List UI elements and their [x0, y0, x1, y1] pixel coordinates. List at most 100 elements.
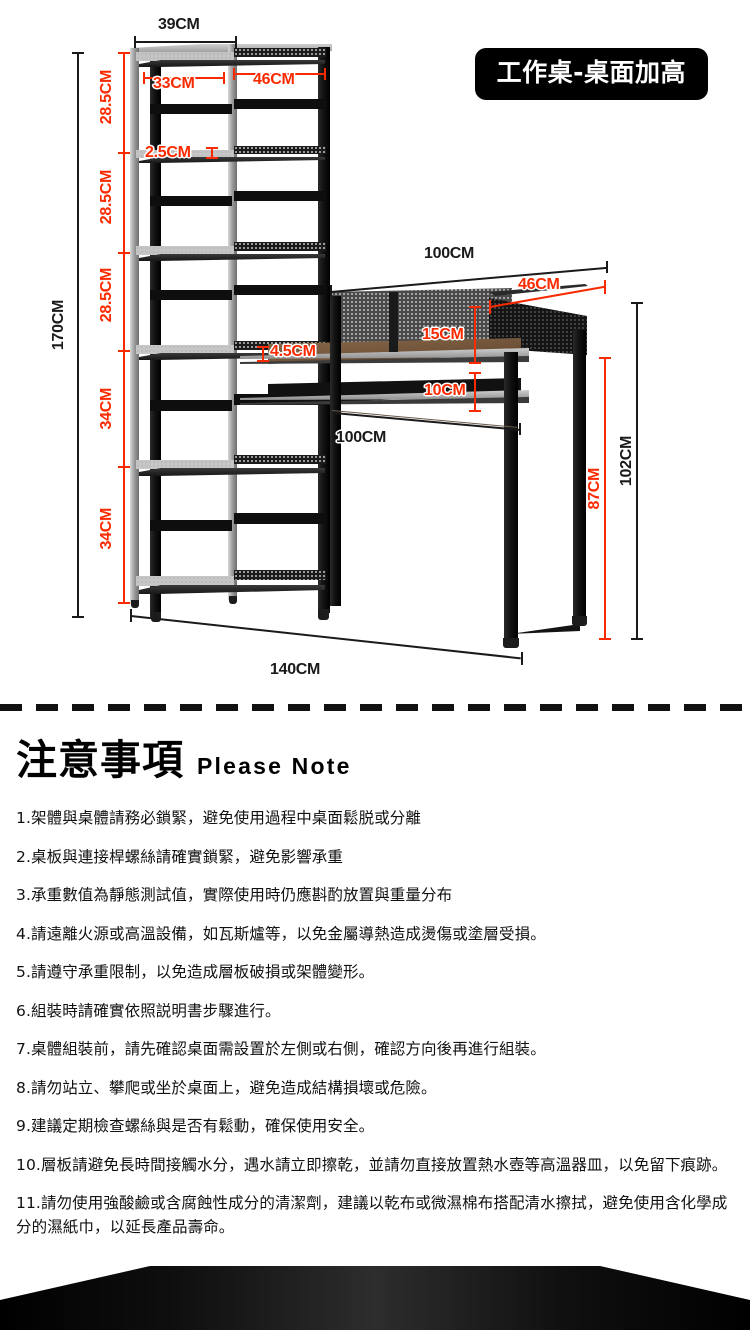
shelf-post-back-left [130, 48, 139, 604]
desk-lower-shelf-edge [240, 397, 529, 405]
shelf-bottom-back [136, 576, 234, 586]
shelf-level-5-top [139, 254, 325, 261]
rule-desk-top-width-tick-l [330, 285, 332, 297]
tier-tick-3 [118, 350, 130, 352]
note-item: 9.建議定期檢查螺絲與是否有鬆動，確保使用安全。 [16, 1117, 375, 1136]
dim-lower-shelf-clearance: 10CM [424, 382, 466, 399]
shelf-level-6-bar-r [234, 285, 326, 295]
note-item: 4.請遠離火源或高溫設備，如瓦斯爐等，以免金屬導熱造成燙傷或塗層受損。 [16, 924, 546, 943]
note-item: 6.組裝時請確實依照説明書步驟進行。 [16, 1001, 281, 1020]
rule-desktop-thickness [257, 346, 269, 362]
shelf-level-1-back [136, 52, 234, 61]
footer-notch-right [600, 1266, 750, 1300]
dim-tier-2: 28.5CM [98, 170, 115, 225]
rule-desk-depth-tick-r [604, 280, 606, 294]
note-item: 10.層板請避免長時間接觸水分，遇水請立即擦乾，並請勿直接放置熱水壺等高溫器皿，… [16, 1155, 728, 1174]
desk-leg-brace-right [510, 624, 580, 634]
note-item: 1.架體與桌體請務必鎖緊，避免使用過程中桌面鬆脱或分離 [16, 809, 421, 827]
rule-tier-chain [123, 52, 125, 604]
dim-tier-5: 34CM [98, 508, 115, 550]
shelf-level-3-back-r [234, 146, 326, 154]
shelf-level-9-back [136, 460, 234, 469]
tier-tick-5 [118, 602, 130, 604]
tier-tick-2 [118, 252, 130, 254]
page-footer-bar [0, 1266, 750, 1330]
rule-shelf-inner-left [143, 72, 225, 84]
notes-section: 注意事項 Please Note 1.架體與桌體請務必鎖緊，避免使用過程中桌面鬆… [0, 740, 750, 1255]
rule-desk-depth-tick-l [489, 300, 491, 314]
dim-desk-overall-height: 102CM [618, 436, 635, 487]
shelf-post-front-right [318, 47, 330, 613]
shelf-post-back-right [228, 44, 237, 600]
note-item: 5.請遵守承重限制，以免造成層板破損或架體變形。 [16, 963, 375, 982]
desk-top-front-lip [240, 348, 529, 359]
shelf-level-4-bar-r [234, 191, 326, 201]
dim-shelf-board-thickness: 2.5CM [145, 144, 191, 161]
desk-foot-back-right [572, 616, 587, 626]
title-badge: 工作桌-桌面加高 [474, 48, 708, 101]
dashed-divider [0, 704, 750, 711]
rule-pegboard-height [469, 306, 481, 364]
note-item: 8.請勿站立、攀爬或坐於桌面上，避免造成結構損壞或危險。 [16, 1078, 437, 1097]
dim-desk-inner-width: 100CM [336, 429, 387, 446]
notes-heading-en: Please Note [197, 753, 352, 779]
note-item: 3.承重數值為靜態測試值，實際使用時仍應斟酌放置與重量分布 [16, 886, 453, 905]
rule-shelf-board-thickness [206, 147, 218, 159]
rule-lower-shelf-clearance [469, 372, 481, 412]
dim-total-height: 170CM [50, 300, 67, 351]
shelf-level-9-top [139, 468, 325, 476]
dim-desk-depth: 46CM [518, 276, 560, 293]
dim-shelf-inner-left: 33CM [153, 75, 195, 92]
note-item: 7.桌體組裝前，請先確認桌面需設置於左側或右側，確認方向後再進行組裝。 [16, 1040, 546, 1059]
shelf-level-7-back [136, 345, 234, 354]
dim-tier-3: 28.5CM [98, 268, 115, 323]
rule-shelf-inner-right [233, 68, 326, 80]
dim-shelf-inner-right: 46CM [253, 71, 295, 88]
shelf-level-8-bar-l [150, 400, 232, 411]
tier-tick-0 [118, 52, 130, 54]
rule-desk-overall-height [631, 302, 643, 640]
tier-tick-1 [118, 152, 130, 154]
tier-tick-4 [118, 466, 130, 468]
note-item: 2.桌板與連接桿螺絲請確實鎖緊，避免影響承重 [16, 847, 343, 866]
shelf-level-10-bar-r [234, 513, 326, 524]
notes-heading-cn: 注意事項 [16, 736, 184, 784]
rule-total-height [72, 52, 84, 618]
shelf-bottom-back-r [234, 570, 326, 580]
desk-lower-shelf-lip [240, 390, 529, 400]
dim-overall-width: 140CM [270, 661, 321, 678]
footer-notch-left [0, 1266, 150, 1300]
rule-overall-width-tick-l [130, 609, 132, 622]
dim-shelf-total-width: 39CM [158, 16, 200, 33]
desk-leg-front-left [330, 296, 341, 606]
shelf-level-1-back-r [234, 48, 326, 57]
product-illustration [130, 44, 588, 648]
shelf-level-3-back [136, 150, 234, 158]
desk-top-front-edge [240, 356, 529, 364]
notes-heading: 注意事項 Please Note [0, 740, 750, 781]
shelf-foot-1 [131, 600, 139, 608]
shelf-post-front-left [150, 57, 161, 617]
shelf-foot-4 [318, 609, 329, 620]
dim-pegboard-height: 15CM [422, 326, 464, 343]
shelf-bottom-top [139, 585, 325, 594]
shelf-level-5-back [136, 246, 234, 255]
dim-desk-height: 87CM [586, 468, 603, 510]
dim-desktop-thickness: 4.5CM [270, 343, 316, 360]
shelf-level-4-bar-l [150, 196, 232, 206]
desk-leg-back-left [389, 292, 398, 352]
dim-tier-1: 28.5CM [98, 70, 115, 125]
desk-leg-back-right [573, 330, 586, 620]
rule-shelf-total-width [134, 36, 237, 48]
shelf-level-7-top [139, 353, 325, 360]
shelf-foot-3 [229, 596, 237, 604]
shelf-level-1-top [139, 60, 325, 67]
shelf-level-6-bar-l [150, 290, 232, 300]
dim-tier-4: 34CM [98, 388, 115, 430]
rule-desk-height [599, 357, 611, 640]
shelf-level-9-back-r [234, 455, 326, 464]
note-item: 11.請勿使用強酸鹼或含腐蝕性成分的清潔劑，建議以乾布或微濕棉布搭配清水擦拭，避… [16, 1194, 728, 1237]
shelf-level-3-top [139, 157, 325, 163]
desk-foot-front-right [503, 638, 519, 648]
